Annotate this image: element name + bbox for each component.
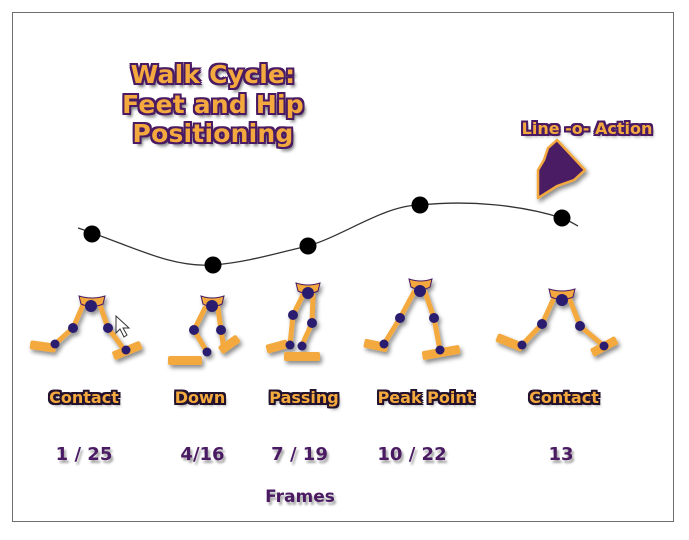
pose-contact-2-figure bbox=[495, 288, 619, 357]
hip-point-passing bbox=[299, 237, 317, 255]
frames-caption: Frames bbox=[265, 487, 335, 507]
hip-point-contact-1 bbox=[83, 225, 101, 243]
pose-label-contact-1: Contact bbox=[49, 388, 119, 407]
pose-frames-peak-point: 10 / 22 bbox=[377, 444, 447, 465]
hip-point-down bbox=[204, 256, 222, 274]
title-line-1: Walk Cycle: bbox=[130, 60, 296, 89]
pose-frames-contact-2: 13 bbox=[548, 444, 574, 465]
pose-frames-down: 4/16 bbox=[180, 444, 225, 465]
pose-label-peak-point: Peak Point bbox=[377, 388, 475, 407]
arrow-down-left-icon bbox=[536, 138, 587, 200]
pose-frames-contact-1: 1 / 25 bbox=[55, 444, 113, 465]
pose-contact-1-figure bbox=[29, 295, 143, 360]
pose-label-passing: Passing bbox=[269, 388, 339, 407]
pose-peak-point-figure bbox=[363, 278, 461, 360]
pose-label-down: Down bbox=[174, 388, 226, 407]
pose-frames-passing: 7 / 19 bbox=[271, 444, 328, 465]
hip-point-peak bbox=[411, 196, 429, 214]
mouse-cursor-icon bbox=[115, 314, 131, 338]
pose-passing-figure bbox=[265, 282, 321, 361]
pose-label-contact-2: Contact bbox=[529, 388, 599, 407]
title-line-2: Feet and Hip Positioning bbox=[122, 90, 304, 148]
hip-point-contact-2 bbox=[553, 209, 571, 227]
pose-down-figure bbox=[168, 295, 241, 365]
line-of-action-label: Line -o- Action bbox=[521, 119, 653, 138]
diagram-frame bbox=[12, 12, 674, 522]
line-of-action-curve bbox=[77, 202, 579, 266]
